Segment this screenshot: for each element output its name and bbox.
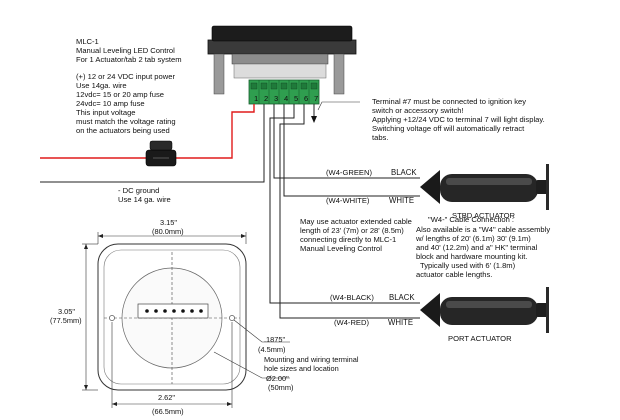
terminal-number: 1 — [254, 94, 258, 103]
port-red-wire — [279, 104, 420, 319]
terminal-number-labels: 1 2 3 4 5 6 7 — [254, 94, 318, 103]
panel-title: MLC-1 Manual Leveling LED Control For 1 … — [76, 37, 182, 64]
power-note: (+) 12 or 24 VDC input power Use 14ga. w… — [76, 72, 176, 135]
note-line: Use 14 ga. wire — [118, 195, 171, 204]
terminal-number: 2 — [264, 94, 268, 103]
width-dimension-mm: (80.0mm) — [152, 227, 184, 236]
inline-fuse-icon — [145, 140, 177, 167]
extension-note: May use actuator extended cable length o… — [300, 217, 412, 253]
terminal-number: 5 — [294, 94, 298, 103]
wire-color-label: BLACK — [391, 168, 417, 177]
title-line: Manual Leveling LED Control — [76, 46, 175, 55]
arrow-icon — [311, 116, 317, 123]
wires — [40, 101, 420, 319]
port-actuator-icon — [420, 287, 549, 333]
note-line: block and hardware mounting kit. — [416, 252, 527, 261]
terminal7-note: Terminal #7 must be connected to ignitio… — [372, 97, 545, 142]
note-line: Terminal #7 must be connected to ignitio… — [372, 97, 526, 106]
note-line: must match the voltage rating — [76, 117, 176, 126]
stbd-actuator-icon — [420, 164, 549, 210]
width-dimension: 3.15" — [160, 218, 177, 227]
note-line: on the actuators being used — [76, 126, 170, 135]
terminal-number: 3 — [274, 94, 278, 103]
note-line: (+) 12 or 24 VDC input power — [76, 72, 175, 81]
note-line: This input voltage — [76, 108, 136, 117]
note-leader-line — [317, 101, 360, 111]
note-line: switch or accessory switch! — [372, 106, 464, 115]
wire-label: (W4-BLACK) — [330, 293, 374, 302]
wire-label: (W4-GREEN) — [326, 168, 372, 177]
port-black-wire — [269, 104, 420, 304]
terminal-number: 7 — [314, 94, 318, 103]
stbd-actuator-label: STBD ACTUATOR — [452, 211, 516, 220]
note-line: 24vdc= 10 amp fuse — [76, 99, 145, 108]
control-front-view — [97, 243, 247, 391]
note-line: tabs. — [372, 133, 388, 142]
note-line: connecting directly to MLC-1 — [300, 235, 396, 244]
terminal-block: 1 2 3 4 5 6 7 — [248, 79, 320, 105]
hole-spacing-dimension-mm: (66.5mm) — [152, 407, 184, 416]
stbd-wire-labels: (W4-GREEN) BLACK (W4-WHITE) WHITE — [326, 168, 417, 205]
note-line: w/ lengths of 20' (6.1m) 30' (9.1m) — [415, 234, 531, 243]
ground-wire — [40, 104, 265, 183]
note-line: May use actuator extended cable — [300, 217, 412, 226]
mounting-note: Mounting and wiring terminal — [264, 355, 359, 364]
wire-color-label: BLACK — [389, 293, 415, 302]
stbd-white-wire — [283, 104, 420, 197]
diameter-dimension: Ø2.00" — [266, 374, 289, 383]
note-title: "W4-" Cable Connection : — [428, 215, 514, 224]
stbd-green-wire — [273, 104, 420, 179]
note-line: 12vdc= 15 or 20 amp fuse — [76, 90, 164, 99]
port-wire-labels: (W4-BLACK) BLACK (W4-RED) WHITE — [330, 293, 415, 327]
dimension-labels: 3.15" (80.0mm) 3.05" (77.5mm) .1875" (4.… — [50, 218, 359, 416]
note-line: Applying +12/24 VDC to terminal 7 will l… — [372, 115, 545, 124]
note-line: actuator cable lengths. — [416, 270, 492, 279]
wire-color-label: WHITE — [389, 196, 414, 205]
note-line: Typically used with 6' (1.8m) — [420, 261, 516, 270]
terminal-number: 6 — [304, 94, 308, 103]
note-line: Also available is a "W4" cable assembly — [416, 225, 550, 234]
note-line: - DC ground — [118, 186, 159, 195]
wire-label: (W4-RED) — [334, 318, 369, 327]
note-line: Switching voltage off will automatically… — [372, 124, 525, 133]
title-line: MLC-1 — [76, 37, 99, 46]
wire-label: (W4-WHITE) — [326, 196, 370, 205]
diameter-dimension-mm: (50mm) — [268, 383, 293, 392]
note-line: and 40' (12.2m) and a" HK" terminal — [416, 243, 538, 252]
hole-size: .1875" — [264, 335, 285, 344]
note-line: Manual Leveling Control — [300, 244, 382, 253]
power-wire-to-terminal — [176, 104, 255, 159]
hole-spacing-dimension: 2.62" — [158, 393, 175, 402]
port-actuator-label: PORT ACTUATOR — [448, 334, 512, 343]
note-line: length of 23' (7m) or 28' (8.5m) — [300, 226, 404, 235]
ground-note: - DC ground Use 14 ga. wire — [118, 186, 171, 204]
dimension-lines — [82, 232, 290, 408]
height-dimension-mm: (77.5mm) — [50, 316, 82, 325]
terminal-number: 4 — [284, 94, 288, 103]
title-line: For 1 Actuator/tab 2 tab system — [76, 55, 182, 64]
wire-color-label: WHITE — [388, 318, 413, 327]
note-line: Use 14ga. wire — [76, 81, 127, 90]
hole-size-mm: (4.5mm) — [258, 345, 286, 354]
mounting-note: hole sizes and location — [264, 364, 339, 373]
cable-note: "W4-" Cable Connection : Also available … — [415, 215, 550, 279]
height-dimension: 3.05" — [58, 307, 75, 316]
control-head-side-view — [207, 25, 357, 95]
